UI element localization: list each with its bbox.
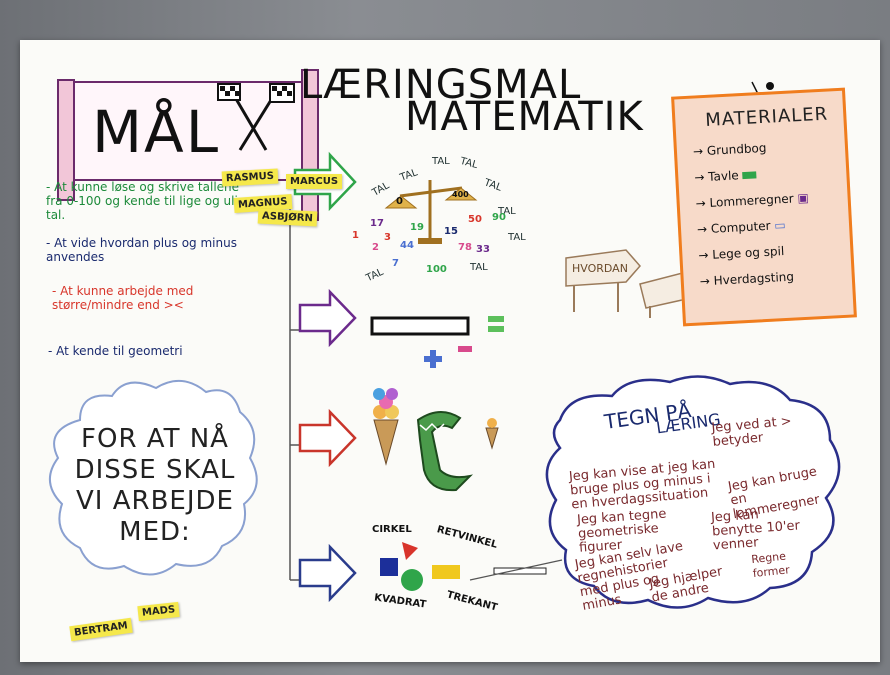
number-label: 44 xyxy=(400,240,414,251)
ruler-icon xyxy=(493,567,547,575)
goal-compare: - At kunne arbejde med større/mindre end… xyxy=(52,284,194,312)
number-label: 2 xyxy=(372,242,379,253)
label-cirkel: CIRKEL xyxy=(372,524,412,535)
number-label: 1 xyxy=(352,230,359,241)
balance-scale-icon xyxy=(384,180,478,244)
square-shape xyxy=(380,558,398,576)
number-label: 33 xyxy=(476,244,490,255)
number-label: 0 xyxy=(396,196,403,207)
ice-cream-large-icon xyxy=(373,388,399,466)
circle-shape xyxy=(401,569,423,591)
number-label: 7 xyxy=(392,258,399,269)
tal-word: TAL xyxy=(432,156,450,167)
goal-geometry: - At kende til geometri xyxy=(48,344,183,358)
blank-bar xyxy=(370,316,470,336)
cloud-line-1: FOR AT NÅ xyxy=(81,424,229,454)
materialer-item: → Lege og spil xyxy=(698,244,785,263)
number-label: 100 xyxy=(426,264,447,275)
materialer-item: → Grundbog xyxy=(692,140,767,159)
mal-banner xyxy=(73,81,303,181)
hvordan-sign xyxy=(565,249,641,312)
title-mal: MÅL xyxy=(92,98,221,166)
number-label: 400 xyxy=(452,190,469,199)
tal-word: TAL xyxy=(498,206,516,217)
left-cloud xyxy=(49,380,258,576)
tegn-cloud xyxy=(545,375,841,609)
tal-word: TAL xyxy=(470,262,488,273)
blue-arrow xyxy=(298,543,357,603)
number-label: 3 xyxy=(384,232,391,243)
crocodile-icon xyxy=(416,411,474,492)
cloud-line-3: VI ARBEJDE xyxy=(76,486,234,516)
purple-arrow xyxy=(298,288,357,348)
materialer-title: MATERIALER xyxy=(704,103,829,131)
cloud-line-2: DISSE SKAL xyxy=(74,455,236,485)
equals-sign-top xyxy=(488,316,504,322)
goal-numbers: - At kunne løse og skrive tallene fra 0-… xyxy=(46,180,253,222)
materialer-box: MATERIALER → Grundbog → Tavle → Lommereg… xyxy=(671,87,857,327)
number-label: 19 xyxy=(410,222,424,233)
connector-lines xyxy=(289,195,330,581)
goal-plus-minus: - At vide hvordan plus og minus anvendes xyxy=(46,236,237,264)
mat-pin-top xyxy=(766,82,774,90)
number-label: 15 xyxy=(444,226,458,237)
checkered-flags-icon xyxy=(217,83,295,151)
tegn-statement: Jeg kan benytte 10'er venner xyxy=(710,507,801,554)
cloud-line-4: MED: xyxy=(119,517,191,547)
red-arrow xyxy=(298,408,357,468)
number-label: 90 xyxy=(492,212,506,223)
materialer-item: → Computer ▭ xyxy=(696,217,787,237)
title-laeringsmal: LÆRINGSMAL xyxy=(300,62,582,108)
title-matematik: MATEMATIK xyxy=(405,94,644,140)
rectangle-shape xyxy=(432,565,460,579)
sticky-marcus: MARCUS xyxy=(286,174,343,189)
materialer-item: → Hverdagsting xyxy=(699,269,795,289)
calculator-icon: ▣ xyxy=(797,190,810,206)
number-label: 50 xyxy=(468,214,482,225)
plus-icon xyxy=(424,350,442,368)
sticky-rasmus: RASMUS xyxy=(221,168,279,187)
connector-to-tegn xyxy=(469,559,563,581)
triangle-shape xyxy=(402,542,418,560)
hvordan-label: HVORDAN xyxy=(572,262,628,275)
equals-sign-bottom xyxy=(488,326,504,332)
materialer-item: → Lommeregner ▣ xyxy=(695,190,810,211)
blackboard-icon xyxy=(742,171,757,180)
ice-cream-small-icon xyxy=(485,418,499,450)
materialer-item: → Tavle xyxy=(694,167,757,185)
number-label: 78 xyxy=(458,242,472,253)
sticky-asbjorn: ASBJØRN xyxy=(257,208,318,227)
minus-icon xyxy=(458,346,472,352)
cloud-text: FOR AT NÅ DISSE SKAL VI ARBEJDE MED: xyxy=(70,424,240,548)
number-label: 17 xyxy=(370,218,384,229)
computer-icon: ▭ xyxy=(773,217,787,233)
tal-word: TAL xyxy=(508,232,526,243)
